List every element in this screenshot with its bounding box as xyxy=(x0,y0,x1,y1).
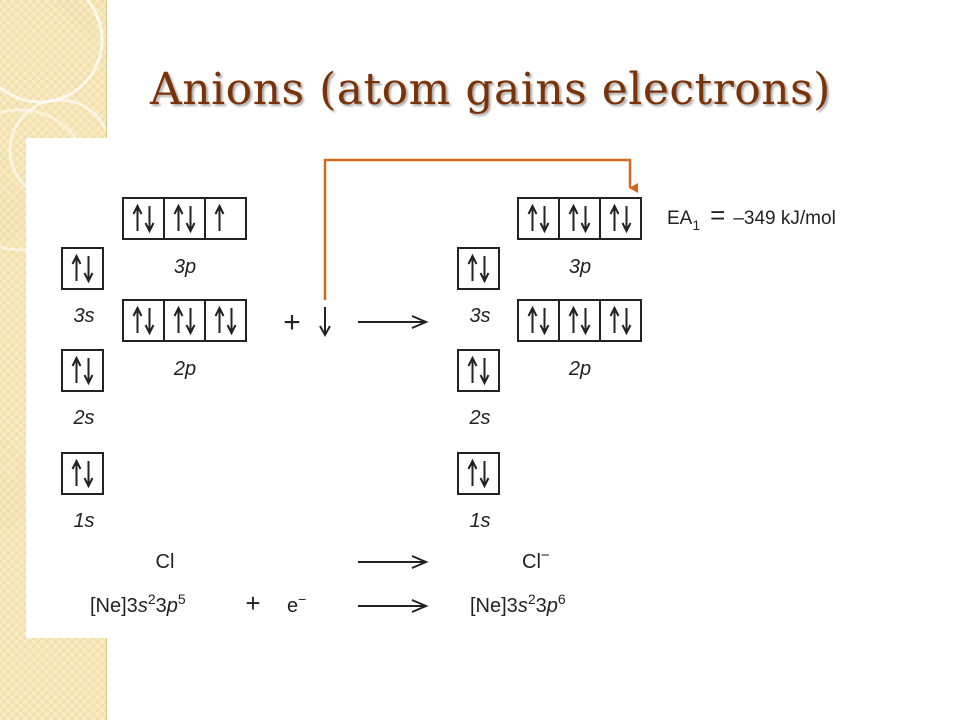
orbital-label-3s-right: 3s xyxy=(469,305,490,327)
orbital-label-3p-left: 3p xyxy=(174,256,196,278)
electron-transfer-arrow xyxy=(323,158,638,300)
orbital-label-2s-right: 2s xyxy=(468,407,490,429)
orbital-label-2p-left: 2p xyxy=(173,358,196,380)
ea-equals: = xyxy=(710,200,725,230)
orbital-3s-left xyxy=(61,247,104,290)
plus-sign: + xyxy=(283,306,301,339)
orbital-box xyxy=(163,197,206,240)
ea-symbol: EA xyxy=(667,208,693,229)
electron-affinity-label: EA1 = –349 kJ/mol xyxy=(667,200,836,233)
orbital-label-1s-right: 1s xyxy=(469,510,490,532)
reaction-arrow-species xyxy=(358,555,429,569)
ea-subscript: 1 xyxy=(692,217,700,233)
orbital-box xyxy=(122,197,165,240)
orbital-label-1s-left: 1s xyxy=(73,510,94,532)
left-atom-orbitals: 3p 3s 2p 2s 1s xyxy=(61,197,247,532)
species-left: Cl xyxy=(156,551,175,573)
configuration-plus: + xyxy=(245,588,260,618)
orbital-box xyxy=(457,452,500,495)
orbital-label-3p-right: 3p xyxy=(569,256,591,278)
orbital-box xyxy=(599,197,642,240)
orbital-box xyxy=(204,197,247,240)
configuration-right: [Ne]3s23p6 xyxy=(470,591,566,617)
orbital-box xyxy=(558,197,601,240)
orbital-label-2p-right: 2p xyxy=(568,358,591,380)
added-electron-arrow xyxy=(319,307,331,338)
orbital-2p-left xyxy=(122,299,247,342)
orbital-box xyxy=(457,349,500,392)
right-atom-orbitals: 3p 3s 2p 2s 1s xyxy=(457,197,642,532)
orbital-label-3s-left: 3s xyxy=(73,305,94,327)
orbital-box xyxy=(204,299,247,342)
species-right: Cl− xyxy=(522,547,550,573)
orbital-1s-left xyxy=(61,452,104,495)
orbital-2s-left xyxy=(61,349,104,392)
reaction-arrow-configuration xyxy=(358,599,429,613)
orbital-box xyxy=(61,452,104,495)
orbital-1s-right xyxy=(457,452,500,495)
orbital-box xyxy=(517,197,560,240)
orbital-label-2s-left: 2s xyxy=(72,407,94,429)
orbital-2s-right xyxy=(457,349,500,392)
ea-value: –349 kJ/mol xyxy=(733,208,835,229)
orbital-2p-right xyxy=(517,299,642,342)
orbital-box xyxy=(163,299,206,342)
orbital-box xyxy=(457,247,500,290)
orbital-box xyxy=(599,299,642,342)
orbital-box xyxy=(61,349,104,392)
orbital-box xyxy=(517,299,560,342)
reaction-arrow-orbitals xyxy=(358,315,429,329)
electron-symbol: e− xyxy=(287,591,306,617)
orbital-3p-right xyxy=(517,197,642,240)
orbital-3p-left xyxy=(122,197,247,240)
orbital-box xyxy=(61,247,104,290)
slide-title: Anions (atom gains electrons) xyxy=(150,64,831,115)
orbital-box xyxy=(558,299,601,342)
configuration-left: [Ne]3s23p5 xyxy=(90,591,186,617)
orbital-3s-right xyxy=(457,247,500,290)
orbital-box xyxy=(122,299,165,342)
